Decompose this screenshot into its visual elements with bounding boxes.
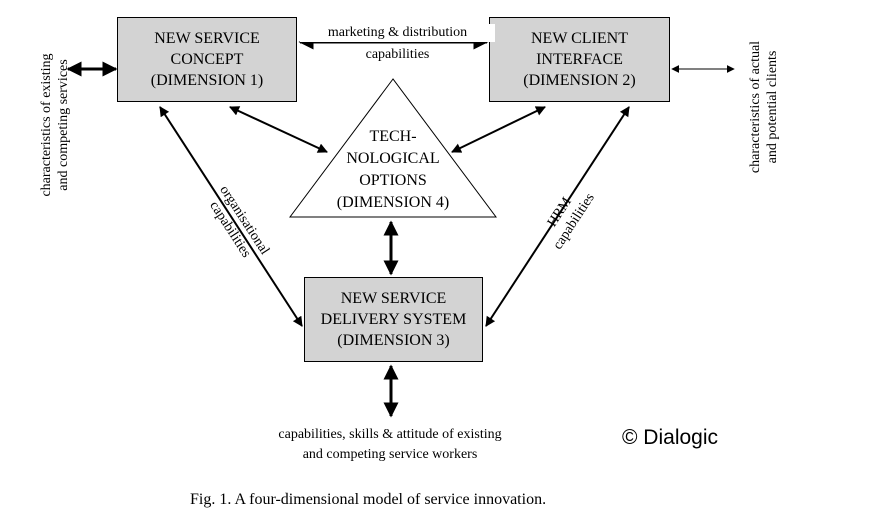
box-new-client-interface: NEW CLIENT INTERFACE (DIMENSION 2)	[489, 17, 670, 102]
technology-line-1: TECH-	[369, 128, 417, 145]
interface-line-2: INTERFACE	[536, 51, 623, 68]
right-side-line-1: characteristics of actual	[748, 40, 763, 174]
marketing-line-1: marketing & distribution	[327, 25, 468, 40]
box-new-service-delivery-system: NEW SERVICE DELIVERY SYSTEM (DIMENSION 3…	[304, 277, 483, 362]
label-actual-potential-clients: characteristics of actual and potential …	[747, 12, 781, 202]
marketing-line-2: capabilities	[365, 47, 430, 62]
concept-line-3: (DIMENSION 1)	[150, 72, 264, 89]
label-existing-competing-services: characteristics of existing and competin…	[38, 30, 72, 220]
delivery-line-3: (DIMENSION 3)	[337, 332, 450, 349]
interface-line-1: NEW CLIENT	[530, 30, 628, 47]
technology-line-4: (DIMENSION 4)	[336, 194, 450, 211]
technology-options-text: TECH- NOLOGICAL OPTIONS (DIMENSION 4)	[313, 126, 473, 214]
interface-line-3: (DIMENSION 2)	[523, 72, 636, 89]
label-marketing-distribution-2: capabilities	[300, 46, 495, 64]
technology-line-2: NOLOGICAL	[346, 150, 440, 167]
copyright-dialogic: © Dialogic	[622, 426, 719, 449]
concept-line-1: NEW SERVICE	[154, 30, 260, 47]
bottom-line-2: and competing service workers	[302, 447, 478, 462]
right-side-line-2: and potential clients	[765, 50, 780, 164]
delivery-line-2: DELIVERY SYSTEM	[320, 311, 467, 328]
box-new-service-concept: NEW SERVICE CONCEPT (DIMENSION 1)	[117, 17, 297, 102]
arrow-concept-delivery	[159, 106, 303, 327]
left-side-line-1: characteristics of existing	[39, 53, 54, 197]
bottom-line-1: capabilities, skills & attitude of exist…	[278, 427, 502, 442]
label-service-workers: capabilities, skills & attitude of exist…	[240, 425, 540, 465]
label-marketing-distribution: marketing & distribution	[300, 24, 495, 42]
left-side-line-2: and competing services	[56, 59, 71, 191]
arrow-interface-delivery	[485, 106, 630, 327]
technology-line-3: OPTIONS	[359, 172, 427, 189]
technology-triangle	[289, 78, 497, 218]
delivery-line-1: NEW SERVICE	[340, 290, 447, 307]
concept-line-2: CONCEPT	[170, 51, 244, 68]
figure-caption: Fig. 1. A four-dimensional model of serv…	[190, 491, 547, 508]
